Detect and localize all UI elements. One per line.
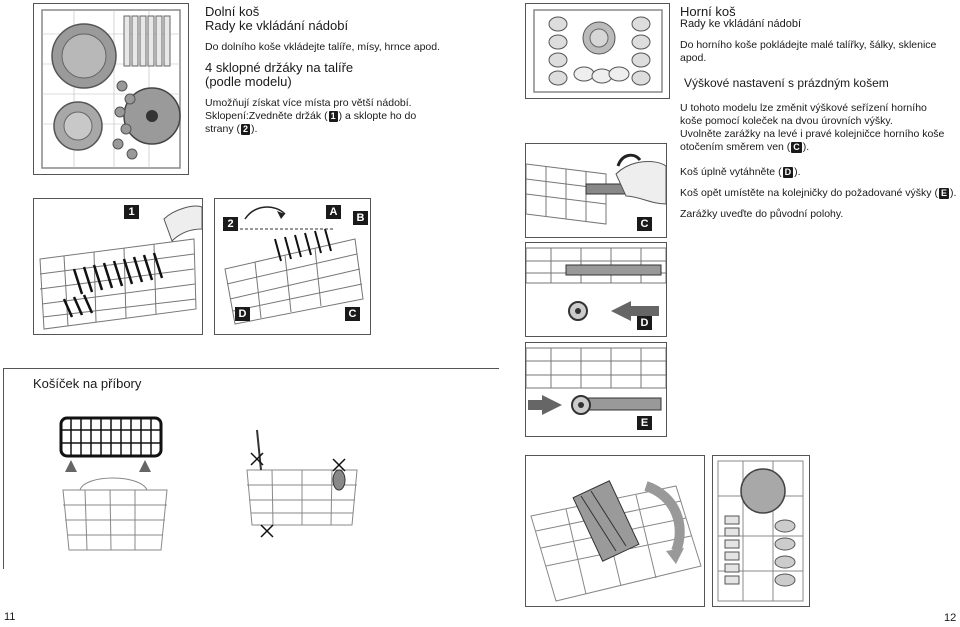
text-segment: Koš úplně vytáhněte ( [680, 166, 782, 178]
text-segment: ). [950, 187, 957, 199]
height-adjust-title: Výškové nastavení s prázdným košem [684, 76, 889, 90]
figure-tag-2: 2 [223, 217, 238, 231]
page-number-right: 12 [944, 612, 957, 624]
page-number-left: 11 [4, 611, 16, 623]
figure-tag-e: E [637, 416, 652, 430]
plate-holders-text-line3: strany (2). [205, 123, 257, 136]
cutlery-basket-illustration [55, 410, 175, 560]
figure-tag-d: D [235, 307, 250, 321]
height-adjust-line4: otočením směrem ven (C). [680, 141, 809, 154]
upper-basket-intro-line2: apod. [680, 52, 707, 64]
lower-basket-subtitle: Rady ke vkládání nádobí [205, 18, 349, 33]
lower-basket-illustration [33, 3, 189, 175]
text-segment: ). [251, 123, 258, 135]
step-pull-out: Koš úplně vytáhněte (D). [680, 166, 801, 179]
text-segment: strany ( [205, 123, 241, 135]
folding-racks-illustration [525, 455, 705, 607]
figure-tag-c-right: C [637, 217, 652, 231]
cutlery-section-frame [3, 368, 499, 569]
plate-holders-title-line2: (podle modelu) [205, 74, 292, 89]
key-badge-e: E [938, 188, 949, 199]
figure-tag-a: A [326, 205, 341, 219]
rail-stop-illustration: C [525, 143, 667, 238]
lower-basket-intro: Do dolního koše vkládejte talíře, mísy, … [205, 41, 441, 53]
text-segment: ). [794, 166, 801, 178]
key-badge-2: 2 [241, 124, 251, 135]
cup-shelf-illustration [712, 455, 810, 607]
upper-basket-title: Horní koš [680, 4, 736, 19]
step-restore-stops: Zarážky uveďte do původní polohy. [680, 208, 844, 220]
cutlery-placement-illustration [237, 425, 367, 545]
lower-basket-title: Dolní koš [205, 4, 260, 19]
cutlery-basket-title: Košíček na příbory [33, 376, 142, 391]
plate-holders-text-line1: Umožňují získat více místa pro větší nád… [205, 97, 412, 109]
step-reinsert: Koš opět umístěte na kolejničky do požad… [680, 187, 956, 200]
text-segment: otočením směrem ven ( [680, 141, 791, 153]
height-adjust-line1: U tohoto modelu lze změnit výškové seříz… [680, 102, 927, 114]
figure-tag-c: C [345, 307, 360, 321]
figure-tag-b: B [353, 211, 368, 225]
plate-holder-fold-illustration-1: 1 [33, 198, 203, 335]
key-badge-1: 1 [328, 111, 338, 122]
text-segment: ) a sklopte ho do [338, 110, 417, 122]
key-badge-d: D [782, 167, 794, 178]
rail-reinsert-illustration: E [525, 342, 667, 437]
figure-tag-1: 1 [124, 205, 139, 219]
upper-basket-subtitle: Rady ke vkládání nádobí [680, 18, 802, 30]
plate-holders-text-line2: Sklopení:Zvedněte držák (1) a sklopte ho… [205, 110, 416, 123]
text-segment: ). [802, 141, 810, 153]
text-segment: Koš opět umístěte na kolejničky do požad… [680, 187, 938, 199]
plate-holders-title-line1: 4 sklopné držáky na talíře [205, 60, 354, 75]
text-segment: Sklopení:Zvedněte držák ( [205, 110, 328, 122]
height-adjust-line2: koše pomocí koleček na dvou úrovních výš… [680, 115, 893, 127]
rail-pullout-illustration: D [525, 242, 667, 337]
upper-basket-intro-line1: Do horního koše pokládejte malé talířky,… [680, 39, 937, 51]
figure-tag-d-right: D [637, 316, 652, 330]
height-adjust-line3: Uvolněte zarážky na levé i pravé kolejni… [680, 128, 945, 140]
upper-basket-illustration [525, 3, 670, 99]
key-badge-c: C [791, 142, 802, 153]
